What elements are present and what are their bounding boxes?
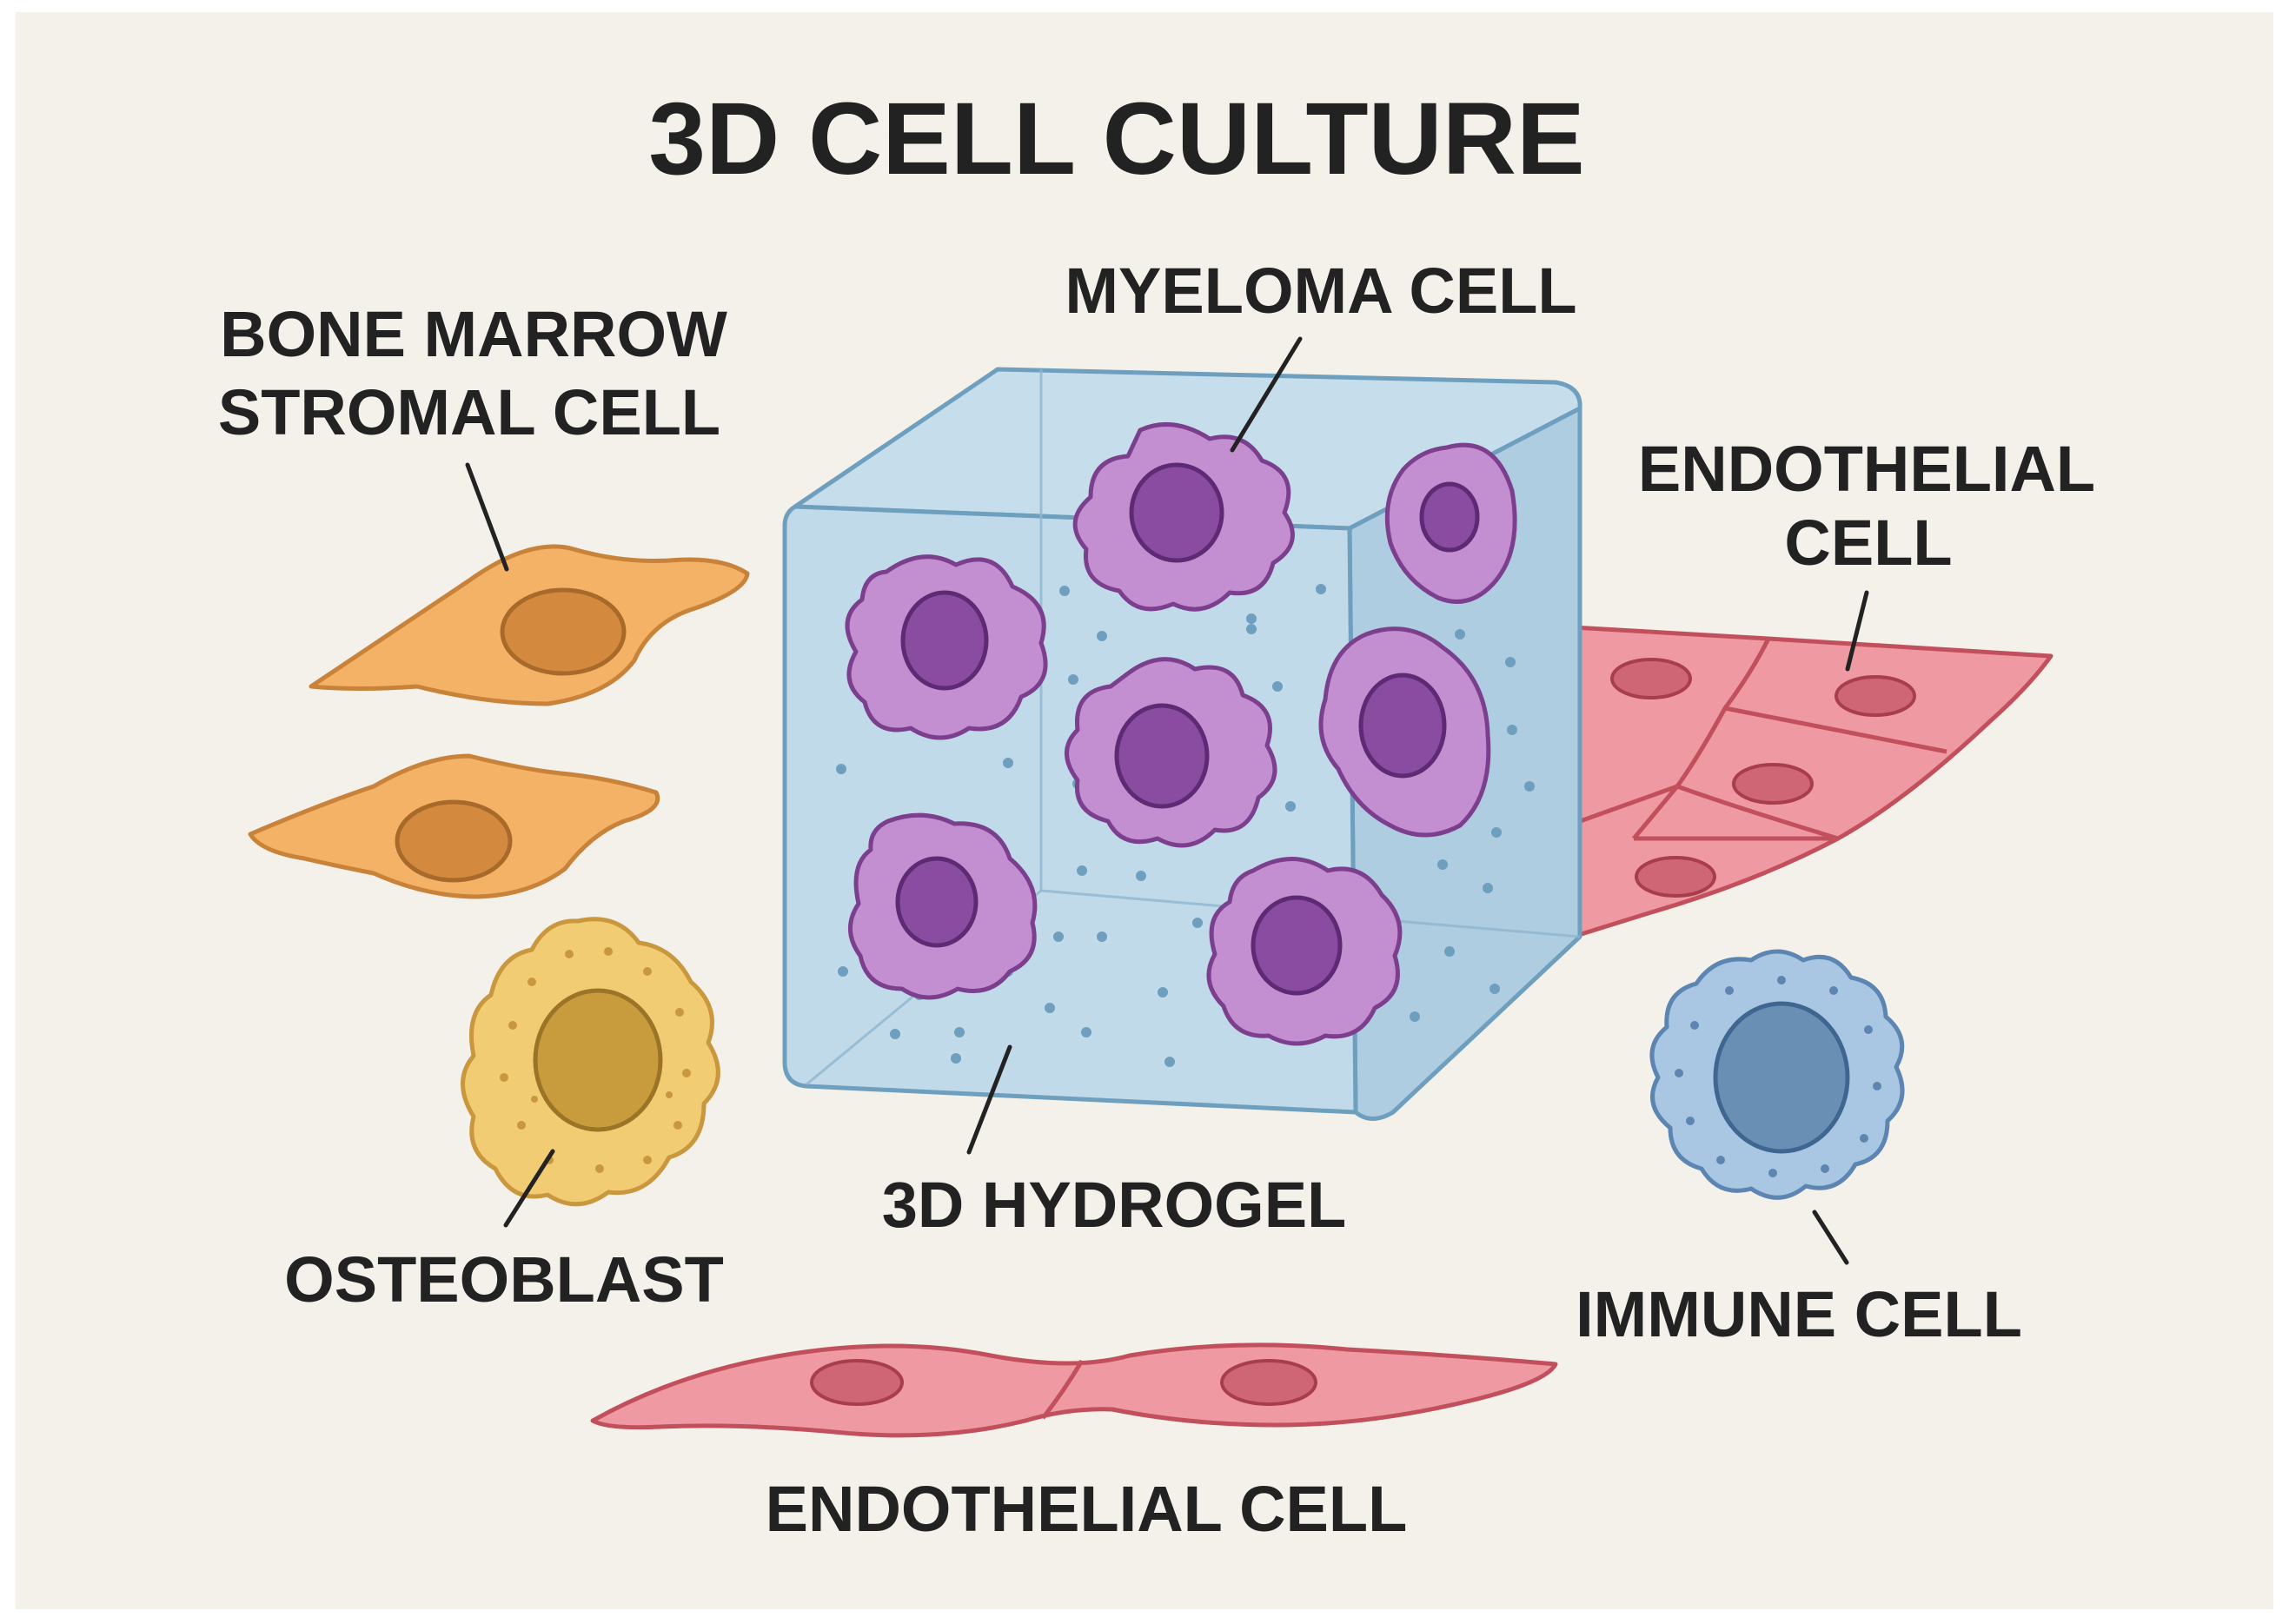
myeloma-cell <box>1318 626 1491 838</box>
label-endothelial-right-line1: ENDOTHELIAL <box>1638 433 2095 505</box>
endothelial-nucleus <box>1635 856 1716 898</box>
stromal-leader-line <box>465 462 509 572</box>
title: 3D CELL CULTURE <box>648 82 1584 196</box>
label-stromal-line1: BONE MARROW <box>220 298 727 370</box>
myeloma-cells <box>845 421 1517 1046</box>
stromal-cells <box>248 544 750 899</box>
label-endothelial-right-line2: CELL <box>1784 507 1952 579</box>
myeloma-leader-line <box>1230 336 1303 453</box>
endothelial-right-leader-line <box>1845 590 1869 672</box>
osteoblast-cell <box>461 917 720 1207</box>
endothelial-sheet-boundary <box>1675 637 1771 788</box>
endothelial-bottom-boundary <box>1041 1359 1085 1420</box>
label-osteoblast: OSTEOBLAST <box>284 1243 724 1316</box>
endothelial-nucleus <box>1732 763 1814 805</box>
myeloma-cell <box>848 812 1038 1000</box>
endothelial-sheet <box>1570 625 2053 939</box>
myeloma-cell <box>845 554 1048 740</box>
endothelial-sheet-boundary <box>1632 785 1679 840</box>
osteoblast-leader-line <box>503 1149 555 1228</box>
immune-leader-line <box>1812 1210 1849 1265</box>
leader-lines <box>465 336 1869 1265</box>
endothelial-nucleus <box>1220 1359 1317 1406</box>
myeloma-cell <box>1065 657 1277 848</box>
myeloma-cell <box>1072 421 1295 612</box>
hydrogel-leader-line <box>966 1044 1012 1155</box>
endothelial-nucleus <box>1610 658 1692 699</box>
endothelial-nucleus <box>810 1359 904 1406</box>
endothelial-bottom <box>590 1342 1558 1438</box>
stromal-cell <box>248 753 660 899</box>
labels: MYELOMA CELL BONE MARROW STROMAL CELL EN… <box>218 255 2095 1545</box>
label-endothelial-bottom: ENDOTHELIAL CELL <box>766 1473 1408 1545</box>
immune-cell <box>1649 949 1905 1200</box>
label-myeloma-cell: MYELOMA CELL <box>1065 255 1576 327</box>
endothelial-sheet-boundary <box>1572 784 1839 841</box>
label-hydrogel: 3D HYDROGEL <box>882 1169 1347 1241</box>
endothelial-nucleus <box>1835 675 1916 717</box>
myeloma-cell <box>1206 857 1403 1046</box>
endothelial-sheet-boundary <box>1724 706 1947 754</box>
stromal-cell <box>309 544 750 706</box>
immune-granules <box>1675 976 1881 1177</box>
myeloma-cell <box>1384 442 1517 604</box>
label-stromal-line2: STROMAL CELL <box>218 376 720 448</box>
label-immune-cell: IMMUNE CELL <box>1576 1278 2022 1350</box>
